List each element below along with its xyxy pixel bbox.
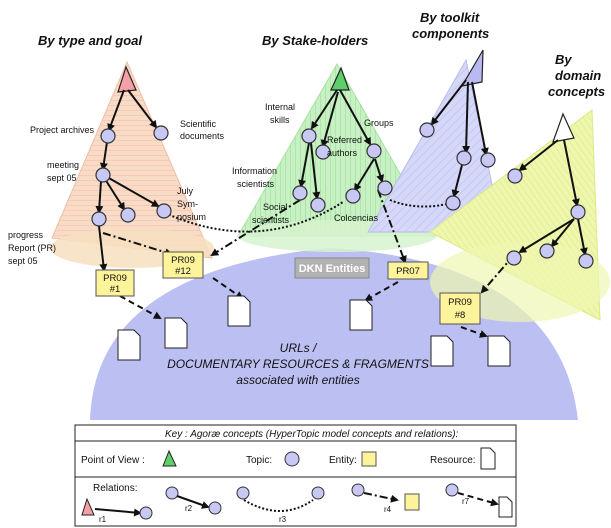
label-progress-3: sept 05 [8,256,38,266]
title-domain-line3: concepts [548,84,605,99]
key-r1: r1 [99,515,107,524]
key-r2: r2 [185,504,193,513]
key-r4: r4 [384,505,392,514]
label-internal-2: skills [270,115,290,125]
label-groups: Groups [364,118,394,128]
title-toolkit-line1: By toolkit [420,10,480,25]
label-referred-1: Referred [327,135,362,145]
key-r3: r3 [279,515,287,524]
label-info-2: scientists [237,179,275,189]
entity-pr09-1 [95,269,135,297]
label-social-1: Social [263,202,288,212]
relation-lines [95,79,588,272]
key-relations-label: Relations: [93,483,137,494]
label-meeting-1: meeting [47,160,79,170]
dkn-entities-box [294,257,370,279]
key-topic-label: Topic: [246,455,272,466]
entity-label-12a: PR09 [171,255,195,266]
pov-white-icon [552,112,575,143]
cone-toolkit [367,58,503,233]
label-july-3: posium [177,212,206,222]
label-internal-1: Internal [265,102,295,112]
topic-nodes [91,122,594,269]
resources-caption-2: DOCUMENTARY RESOURCES & FRAGMENTS [167,357,429,371]
key-entity-icon [361,451,377,467]
key-pov-icon [162,449,177,467]
cross-links [102,189,515,338]
label-referred-2: authors [327,148,358,158]
label-project-archives: Project archives [30,125,95,135]
resource-documents [117,295,511,367]
key-pov-label: Point of View : [81,455,145,466]
label-progress-2: Report (PR) [8,243,56,253]
title-toolkit-line2: components [412,26,489,41]
label-meeting-2: sept 05 [47,173,77,183]
resources-caption-1: URLs / [280,341,318,355]
title-stakeholders: By Stake-holders [262,33,368,48]
key-r7: r7 [462,497,470,506]
title-type-goal: By type and goal [38,33,142,48]
key-resource-label: Resource: [430,455,476,466]
label-progress-1: progress [8,230,44,240]
label-scientific-2: documents [180,131,225,141]
label-july-2: Sym- [177,199,198,209]
entity-label-8b: #8 [455,310,466,321]
label-info-1: Information [232,166,277,176]
dkn-entities-label: DKN Entities [299,263,366,275]
key-entity-label: Entity: [329,455,357,466]
key-title: Key : Agoræ concepts (HyperTopic model c… [165,429,459,440]
key-legend: Key : Agoræ concepts (HyperTopic model c… [74,424,517,527]
entity-pr07 [387,261,429,280]
label-colcencias: Colcencias [334,213,379,223]
entity-pr09-12 [162,251,204,279]
key-resource-icon [480,447,496,470]
entity-pr09-8 [439,292,481,325]
label-july-1: July [177,186,194,196]
title-domain-line2: domain [555,68,601,83]
pov-red-icon [117,65,137,93]
entity-label-1a: PR09 [103,273,127,284]
resources-caption-3: associated with entities [236,373,359,387]
label-scientific-1: Scientific [180,119,217,129]
title-domain-line1: By [555,52,572,67]
entity-label-pr07: PR07 [396,266,420,277]
entity-label-8a: PR09 [448,297,472,308]
key-topic-icon [284,451,300,467]
label-social-2: scientists [252,215,290,225]
entity-label-12b: #12 [175,266,191,277]
entity-label-1b: #1 [110,284,121,295]
